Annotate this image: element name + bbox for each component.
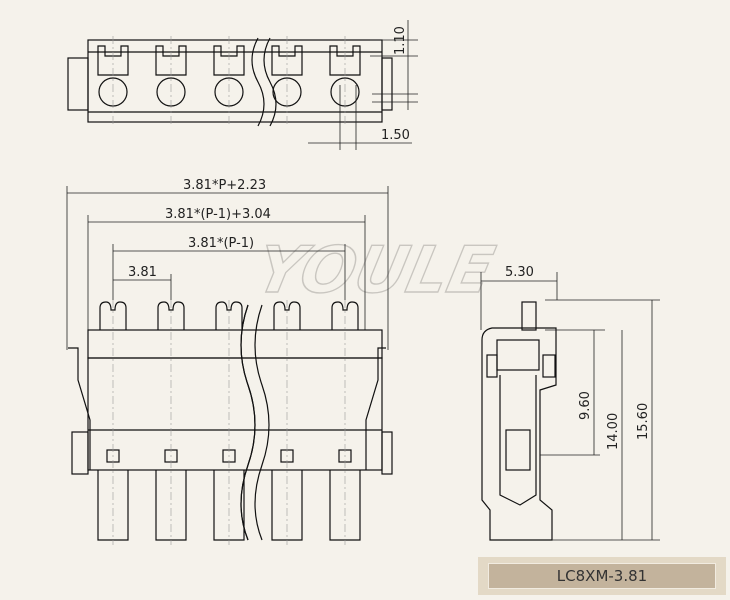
dim-1-50: 1.50	[381, 128, 410, 143]
dim-9-60: 9.60	[578, 391, 593, 420]
watermark: YOULE	[250, 234, 501, 308]
dim-body-width: 3.81*(P-1)+3.04	[165, 207, 271, 222]
top-pin-contact	[213, 45, 245, 76]
top-pin-contact	[271, 45, 303, 76]
top-view: 1.10 1.50	[67, 20, 418, 150]
front-pin-top	[331, 301, 359, 330]
dim-overall-width: 3.81*P+2.23	[183, 178, 266, 193]
front-pin-top	[273, 301, 301, 330]
top-pin-contact	[155, 45, 187, 76]
top-pin-contact	[329, 45, 361, 76]
front-pin-top	[99, 301, 127, 330]
front-pin-top	[215, 301, 243, 330]
top-pin-contact	[97, 45, 129, 76]
model-label: LC8XM-3.81	[488, 563, 716, 589]
dim-5-30: 5.30	[505, 265, 534, 280]
front-view: 3.81*P+2.23 3.81*(P-1)+3.04 3.81*(P-1) 3…	[66, 178, 393, 545]
model-label-box: LC8XM-3.81	[478, 557, 726, 595]
side-view: 5.30 9.60 14.00 15.60	[480, 265, 660, 541]
dim-14-00: 14.00	[606, 413, 621, 450]
dim-15-60: 15.60	[636, 403, 651, 440]
dim-pitch: 3.81	[128, 265, 157, 280]
front-pin-top	[157, 301, 185, 330]
dim-1-10: 1.10	[393, 26, 408, 55]
dim-pin-span: 3.81*(P-1)	[188, 236, 254, 251]
